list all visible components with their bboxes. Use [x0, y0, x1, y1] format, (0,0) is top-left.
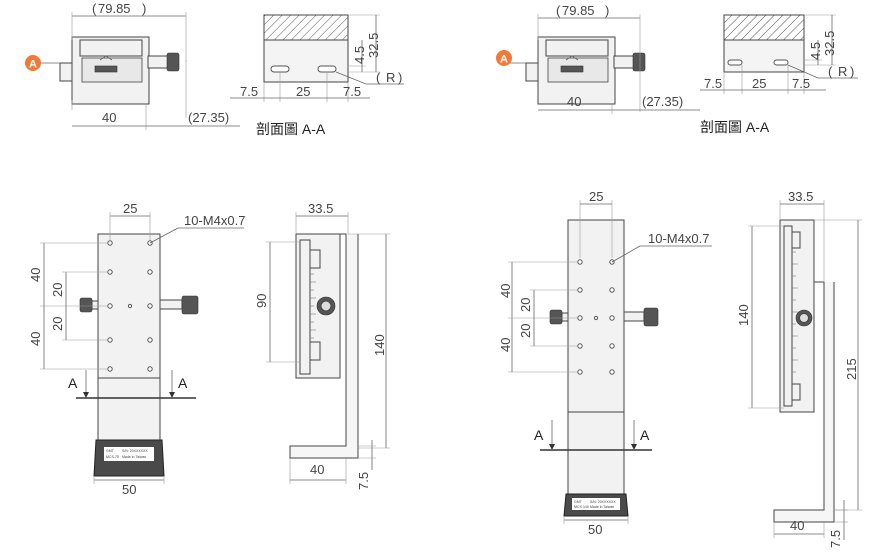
dim-7-5-c: 7.5 — [704, 76, 722, 91]
side-view-left: 33.5 90 140 40 7.5 — [254, 201, 390, 490]
dim-40-top-left: 40 — [102, 110, 116, 125]
dim-32-5-top-right: 32.5 — [822, 31, 837, 56]
dim-79-85: ( — [92, 1, 97, 16]
section-cut-a-left-2: A — [178, 375, 188, 391]
dim-20-front-left-a: 20 — [50, 283, 65, 297]
section-marker-a-icon — [25, 55, 41, 71]
label-plate-serial-right: S/N: 20XXXXXX — [590, 500, 616, 504]
section-title-left: 剖面圖 A-A — [256, 121, 326, 137]
svg-text:): ) — [850, 64, 854, 79]
dim-7-5-side-right: 7.5 — [828, 530, 843, 548]
svg-text:(: ( — [376, 70, 381, 85]
dim-7-5-side-left: 7.5 — [356, 472, 371, 490]
dim-40-top-right: 40 — [567, 94, 581, 109]
dim-79-85-right: 79.85 — [562, 3, 595, 18]
side-view-right: 33.5 140 215 40 7.5 — [736, 189, 862, 548]
label-plate-model-left: MCS-75 — [106, 455, 119, 459]
top-right-section-view: ( 79.85 ) 40 (27.35) A — [496, 3, 700, 114]
svg-text:): ) — [142, 1, 146, 16]
dim-7-5-a: 7.5 — [240, 84, 258, 99]
label-plate-model-right: MCS-140 — [574, 505, 589, 509]
dim-27-35-top-left: (27.35) — [188, 110, 229, 125]
svg-text:): ) — [605, 3, 609, 18]
top-left-cross-section: 32.5 4.5 7.5 25 7.5 ( R ) 剖面圖 A-A — [230, 14, 404, 137]
dim-40-front-left-a: 40 — [28, 268, 43, 282]
dim-20-front-right-a: 20 — [518, 298, 533, 312]
dim-90-side-left: 90 — [254, 294, 269, 308]
dim-140-side-right: 140 — [736, 304, 751, 326]
dim-4-5-top-right: 4.5 — [808, 42, 823, 60]
dim-7-5-d: 7.5 — [792, 76, 810, 91]
dim-25-a: 25 — [296, 84, 310, 99]
dim-33-5-side-right: 33.5 — [788, 189, 813, 204]
dim-25-b: 25 — [752, 76, 766, 91]
dim-40-side-left: 40 — [310, 462, 324, 477]
dim-50-front-right: 50 — [588, 522, 602, 537]
dim-27-35-top-right: (27.35) — [642, 94, 683, 109]
dim-40-front-right-b: 40 — [498, 338, 513, 352]
dim-32-5-top-left: 32.5 — [366, 33, 381, 58]
dim-215-side-right: 215 — [844, 358, 859, 380]
top-left-section-view: ( 79.85 ) 40 (27.35) A — [25, 1, 240, 130]
section-cut-a-left-1: A — [68, 375, 78, 391]
dim-4-5-top-left: 4.5 — [352, 46, 367, 64]
radius-r-label: R — [386, 70, 395, 85]
front-view-right: GMT S/N: 20XXXXXX MCS-140 Made in Taiwan… — [498, 189, 712, 537]
dim-140-side-left: 140 — [372, 334, 387, 356]
radius-r-label-right: R — [838, 64, 847, 79]
dim-50-front-left: 50 — [122, 482, 136, 497]
dim-7-5-b: 7.5 — [343, 84, 361, 99]
dim-25-front-left: 25 — [123, 201, 137, 216]
thread-callout-left: 10-M4x0.7 — [184, 213, 245, 228]
svg-text:(: ( — [556, 3, 561, 18]
label-plate-serial-left: S/N: 20XXXXXX — [122, 449, 148, 453]
dim-40-side-right: 40 — [790, 518, 804, 533]
dim-40-front-right-a: 40 — [498, 284, 513, 298]
dim-25-front-right: 25 — [589, 189, 603, 204]
section-cut-a-right-2: A — [640, 427, 650, 443]
section-marker-a-label: A — [29, 59, 37, 71]
dim-20-front-left-b: 20 — [50, 317, 65, 331]
label-plate-brand-right: GMT — [574, 500, 583, 504]
dim-79-85-value: 79.85 — [98, 1, 131, 16]
front-view-left: GMT S/N: 20XXXXXX MCS-75 Made in Taiwan … — [28, 201, 245, 497]
label-plate-madein-left: Made in Taiwan — [122, 455, 146, 459]
svg-text:(: ( — [828, 64, 833, 79]
section-marker-a-right-icon — [496, 50, 512, 66]
section-marker-a-right-label: A — [500, 54, 508, 66]
label-plate-madein-right: Made in Taiwan — [590, 505, 614, 509]
section-cut-a-right-1: A — [534, 427, 544, 443]
label-plate-brand-left: GMT — [106, 449, 115, 453]
top-right-cross-section: 32.5 4.5 7.5 25 7.5 ( R ) 剖面圖 A-A — [700, 14, 858, 135]
dim-33-5-side-left: 33.5 — [308, 201, 333, 216]
dim-20-front-right-b: 20 — [518, 324, 533, 338]
svg-text:): ) — [398, 70, 402, 85]
section-title-right: 剖面圖 A-A — [700, 119, 770, 135]
thread-callout-right: 10-M4x0.7 — [648, 231, 709, 246]
dim-40-front-left-b: 40 — [28, 332, 43, 346]
